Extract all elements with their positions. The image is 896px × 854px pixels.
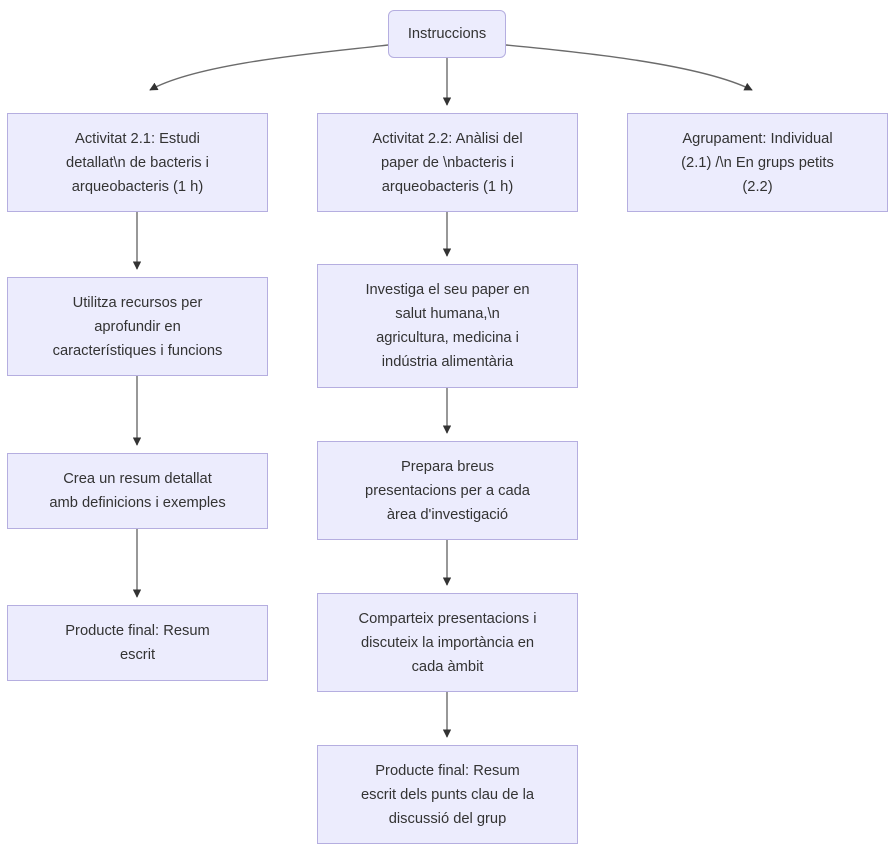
node-a22[interactable]: Activitat 2.2: Anàlisi del paper de \nba… bbox=[317, 113, 578, 212]
node-m5[interactable]: Producte final: Resum escrit dels punts … bbox=[317, 745, 578, 844]
node-root[interactable]: Instruccions bbox=[388, 10, 506, 58]
node-label-m5: Producte final: Resum escrit dels punts … bbox=[360, 762, 535, 827]
node-m3[interactable]: Prepara breus presentacions per a cada à… bbox=[317, 441, 578, 540]
node-l3[interactable]: Crea un resum detallat amb definicions i… bbox=[7, 453, 268, 529]
node-l2[interactable]: Utilitza recursos per aprofundir en cara… bbox=[7, 277, 268, 376]
node-label-l3: Crea un resum detallat amb definicions i… bbox=[49, 471, 226, 511]
node-label-root: Instruccions bbox=[407, 26, 487, 42]
node-m4[interactable]: Comparteix presentacions i discuteix la … bbox=[317, 593, 578, 692]
node-label-l4: Producte final: Resum escrit bbox=[65, 623, 210, 663]
edge-root-to-a21 bbox=[149, 44, 389, 91]
node-a21[interactable]: Activitat 2.1: Estudi detallat\n de bact… bbox=[7, 113, 268, 212]
node-m2[interactable]: Investiga el seu paper en salut humana,\… bbox=[317, 264, 578, 388]
edge-root-to-agrup bbox=[505, 44, 753, 91]
node-label-agrup: Agrupament: Individual (2.1) /\n En grup… bbox=[681, 130, 834, 195]
node-label-m3: Prepara breus presentacions per a cada à… bbox=[365, 458, 530, 523]
node-label-a22: Activitat 2.2: Anàlisi del paper de \nba… bbox=[372, 130, 523, 195]
node-l4[interactable]: Producte final: Resum escrit bbox=[7, 605, 268, 681]
node-label-m2: Investiga el seu paper en salut humana,\… bbox=[365, 282, 530, 370]
node-label-a21: Activitat 2.1: Estudi detallat\n de bact… bbox=[66, 130, 209, 195]
node-label-m4: Comparteix presentacions i discuteix la … bbox=[358, 610, 537, 675]
node-label-l2: Utilitza recursos per aprofundir en cara… bbox=[52, 294, 223, 359]
node-agrup[interactable]: Agrupament: Individual (2.1) /\n En grup… bbox=[627, 113, 888, 212]
